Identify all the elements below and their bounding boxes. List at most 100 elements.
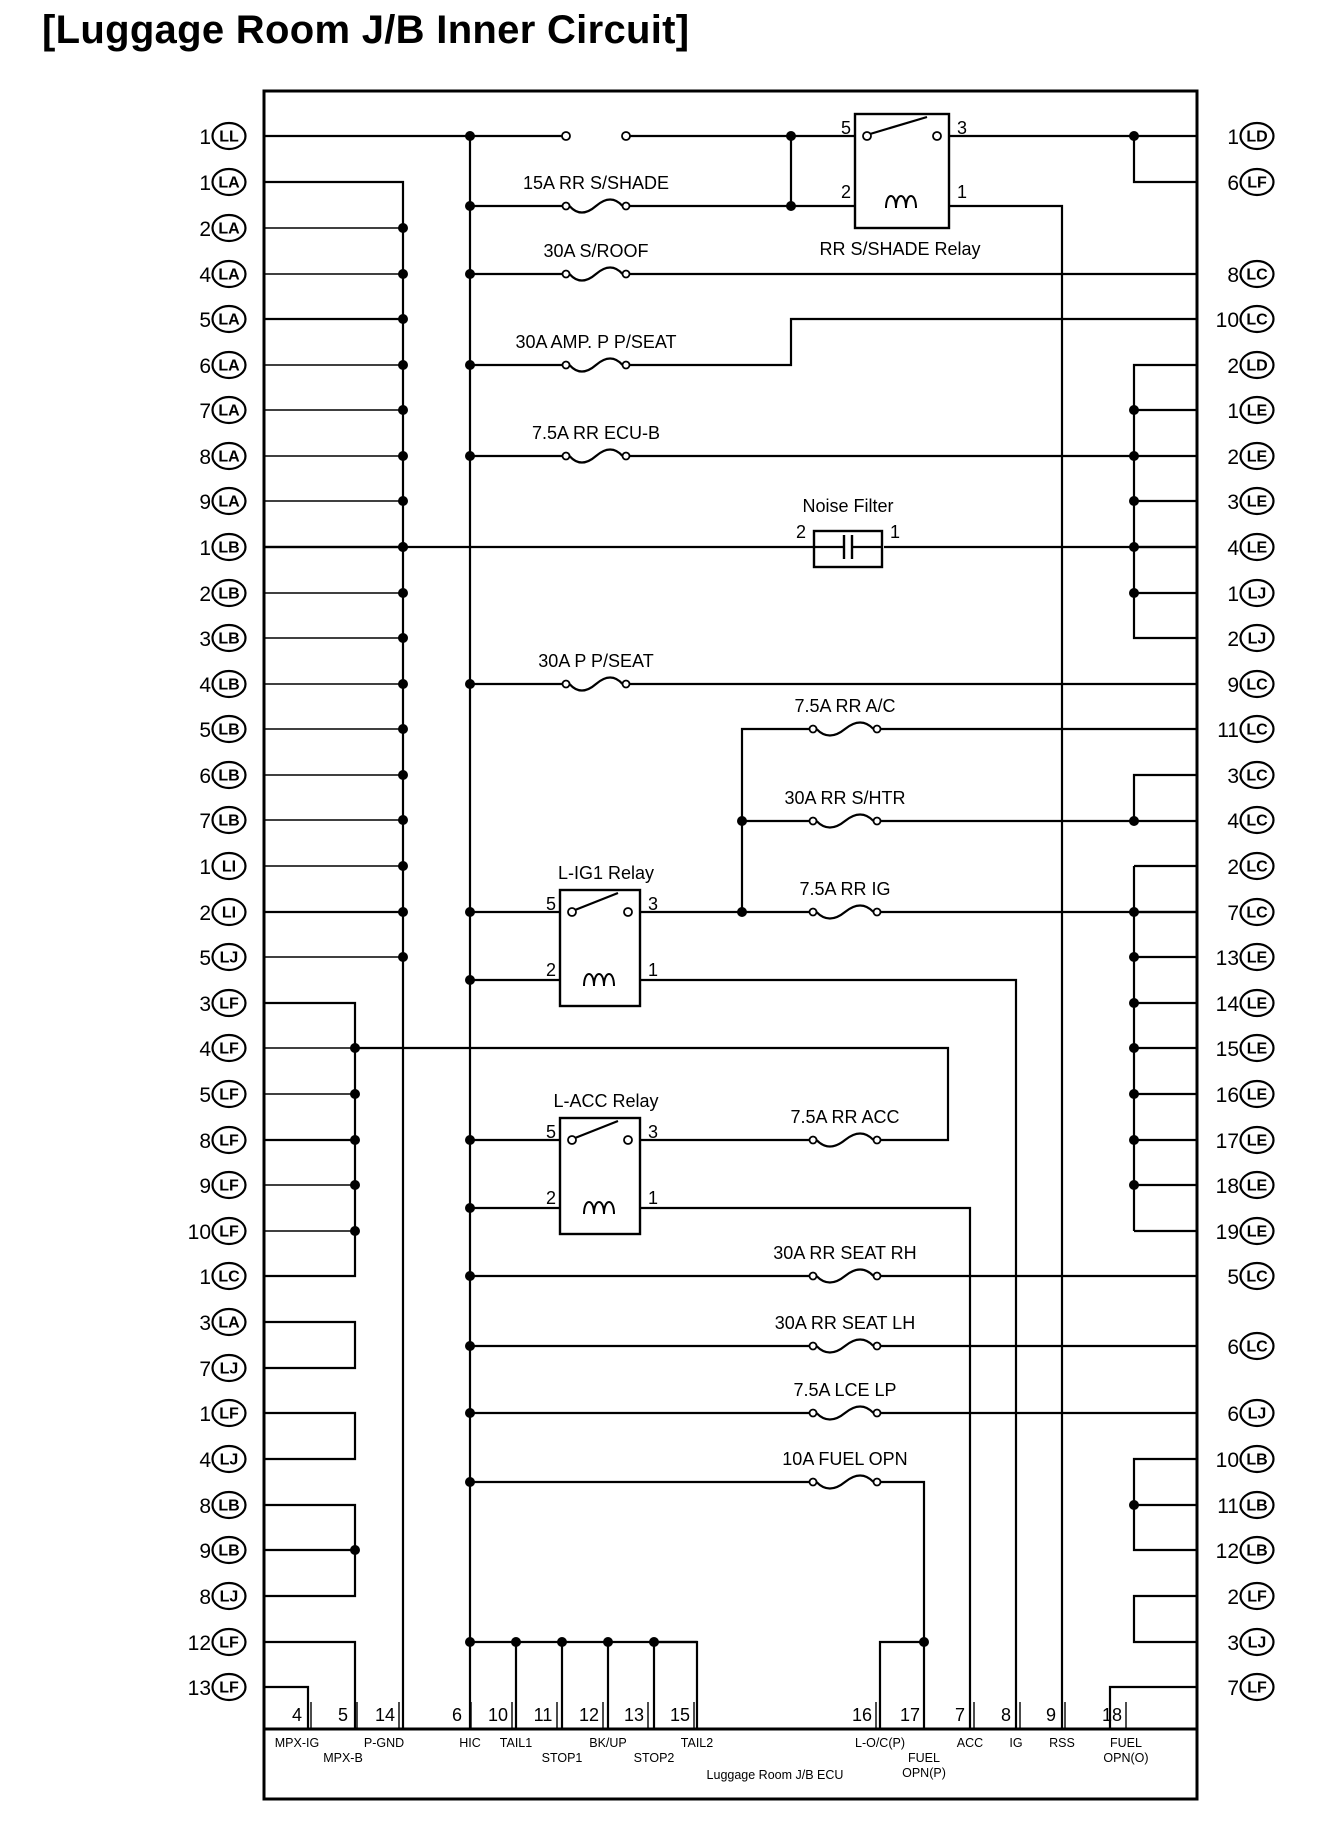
relay-pin-label: 3 (648, 894, 658, 914)
junction-dot (1129, 1500, 1139, 1510)
connector-symbol (211, 441, 247, 471)
fuse-terminal (621, 201, 631, 211)
fuse: 7.5A RR A/C (794, 696, 896, 737)
pin-number: 1 (1227, 126, 1239, 149)
connector-symbol (211, 942, 247, 972)
pin-number: 4 (1227, 810, 1239, 833)
connector-symbol (1239, 1444, 1275, 1474)
connector-symbol (211, 1444, 247, 1474)
relay-name: L-ACC Relay (553, 1091, 658, 1111)
pin-number: 3 (199, 1312, 211, 1335)
fuse-element (568, 676, 624, 692)
right-pin-6-lj: 6 LJ (1227, 1398, 1275, 1428)
noise-filter-label: Noise Filter (802, 496, 893, 516)
connector-symbol (1239, 1079, 1275, 1109)
junction-dot (398, 679, 408, 689)
pin-number: 7 (1227, 1677, 1239, 1700)
pin-number: 6 (1227, 1403, 1239, 1426)
label-line: OPN(P) (902, 1766, 946, 1780)
connector-code: LE (1247, 996, 1268, 1013)
ecu-terminal-number: 13 (624, 1705, 644, 1725)
connector-symbol (211, 1125, 247, 1155)
fuse-terminal (872, 1408, 882, 1418)
fuse-terminal (808, 1477, 818, 1487)
fuse-label: 7.5A LCE LP (793, 1380, 896, 1400)
connector-code: LC (1246, 267, 1268, 284)
connector-symbol (211, 1033, 247, 1063)
connector-code: LB (218, 813, 239, 830)
ecu-terminal-16: 16L-O/C(P) (852, 1702, 905, 1750)
connector-code: LJ (1248, 1406, 1267, 1423)
fuse: 7.5A RR ECU-B (532, 423, 660, 464)
pin-number: 6 (199, 355, 211, 378)
noise-filter-box (812, 529, 884, 569)
connector-code: LF (219, 1406, 239, 1423)
fuse: 15A RR S/SHADE (523, 173, 669, 214)
contact (623, 907, 633, 917)
pin-number: 4 (1227, 537, 1239, 560)
junction-dot (1129, 952, 1139, 962)
fuse-terminal (872, 724, 882, 734)
fuse-terminal (621, 679, 631, 689)
relay-pin-label: 5 (546, 894, 556, 914)
connector-code: LF (219, 1087, 239, 1104)
junction-dot (465, 1135, 475, 1145)
connector-symbol (211, 1490, 247, 1520)
junction-dot (398, 360, 408, 370)
connector-symbol (211, 1079, 247, 1109)
pin-number: 4 (199, 264, 211, 287)
junction-dot (1129, 1135, 1139, 1145)
junction-dot (350, 1135, 360, 1145)
relay-pin-label: 1 (648, 960, 658, 980)
connector-code: LC (1246, 1269, 1268, 1286)
fuse-label: 7.5A RR A/C (794, 696, 895, 716)
fuse: 30A RR SEAT RH (773, 1243, 917, 1284)
connector-symbol (1239, 350, 1275, 380)
connector-symbol (211, 167, 247, 197)
fuse-element (815, 1132, 875, 1148)
noise-filter-pin: 2 (796, 522, 806, 542)
connector-symbol (1239, 1627, 1275, 1657)
connector-symbol (1239, 669, 1275, 699)
connector-code: LE (1247, 1224, 1268, 1241)
fuse-element (815, 721, 875, 737)
connector-symbol (1239, 259, 1275, 289)
connector-symbol (211, 1261, 247, 1291)
connector-code: LE (1247, 449, 1268, 466)
fuse-label: 30A P P/SEAT (538, 651, 653, 671)
pin-number: 1 (199, 126, 211, 149)
connector-symbol (211, 1627, 247, 1657)
contact (862, 131, 872, 141)
ecu-terminal-label: TAIL1 (500, 1736, 532, 1750)
pin-number: 5 (1227, 1266, 1239, 1289)
wire (950, 204, 1064, 1729)
ecu-name: Luggage Room J/B ECU (707, 1768, 844, 1782)
fuse-terminal (561, 201, 571, 211)
connector-symbol (1239, 1125, 1275, 1155)
connector-symbol (211, 1353, 247, 1383)
ecu-terminal-label: MPX-B (323, 1751, 363, 1765)
connector-code: LA (218, 221, 240, 238)
switch-contact (561, 131, 571, 141)
junction-dot (1129, 816, 1139, 826)
pin-number: 1 (199, 1266, 211, 1289)
